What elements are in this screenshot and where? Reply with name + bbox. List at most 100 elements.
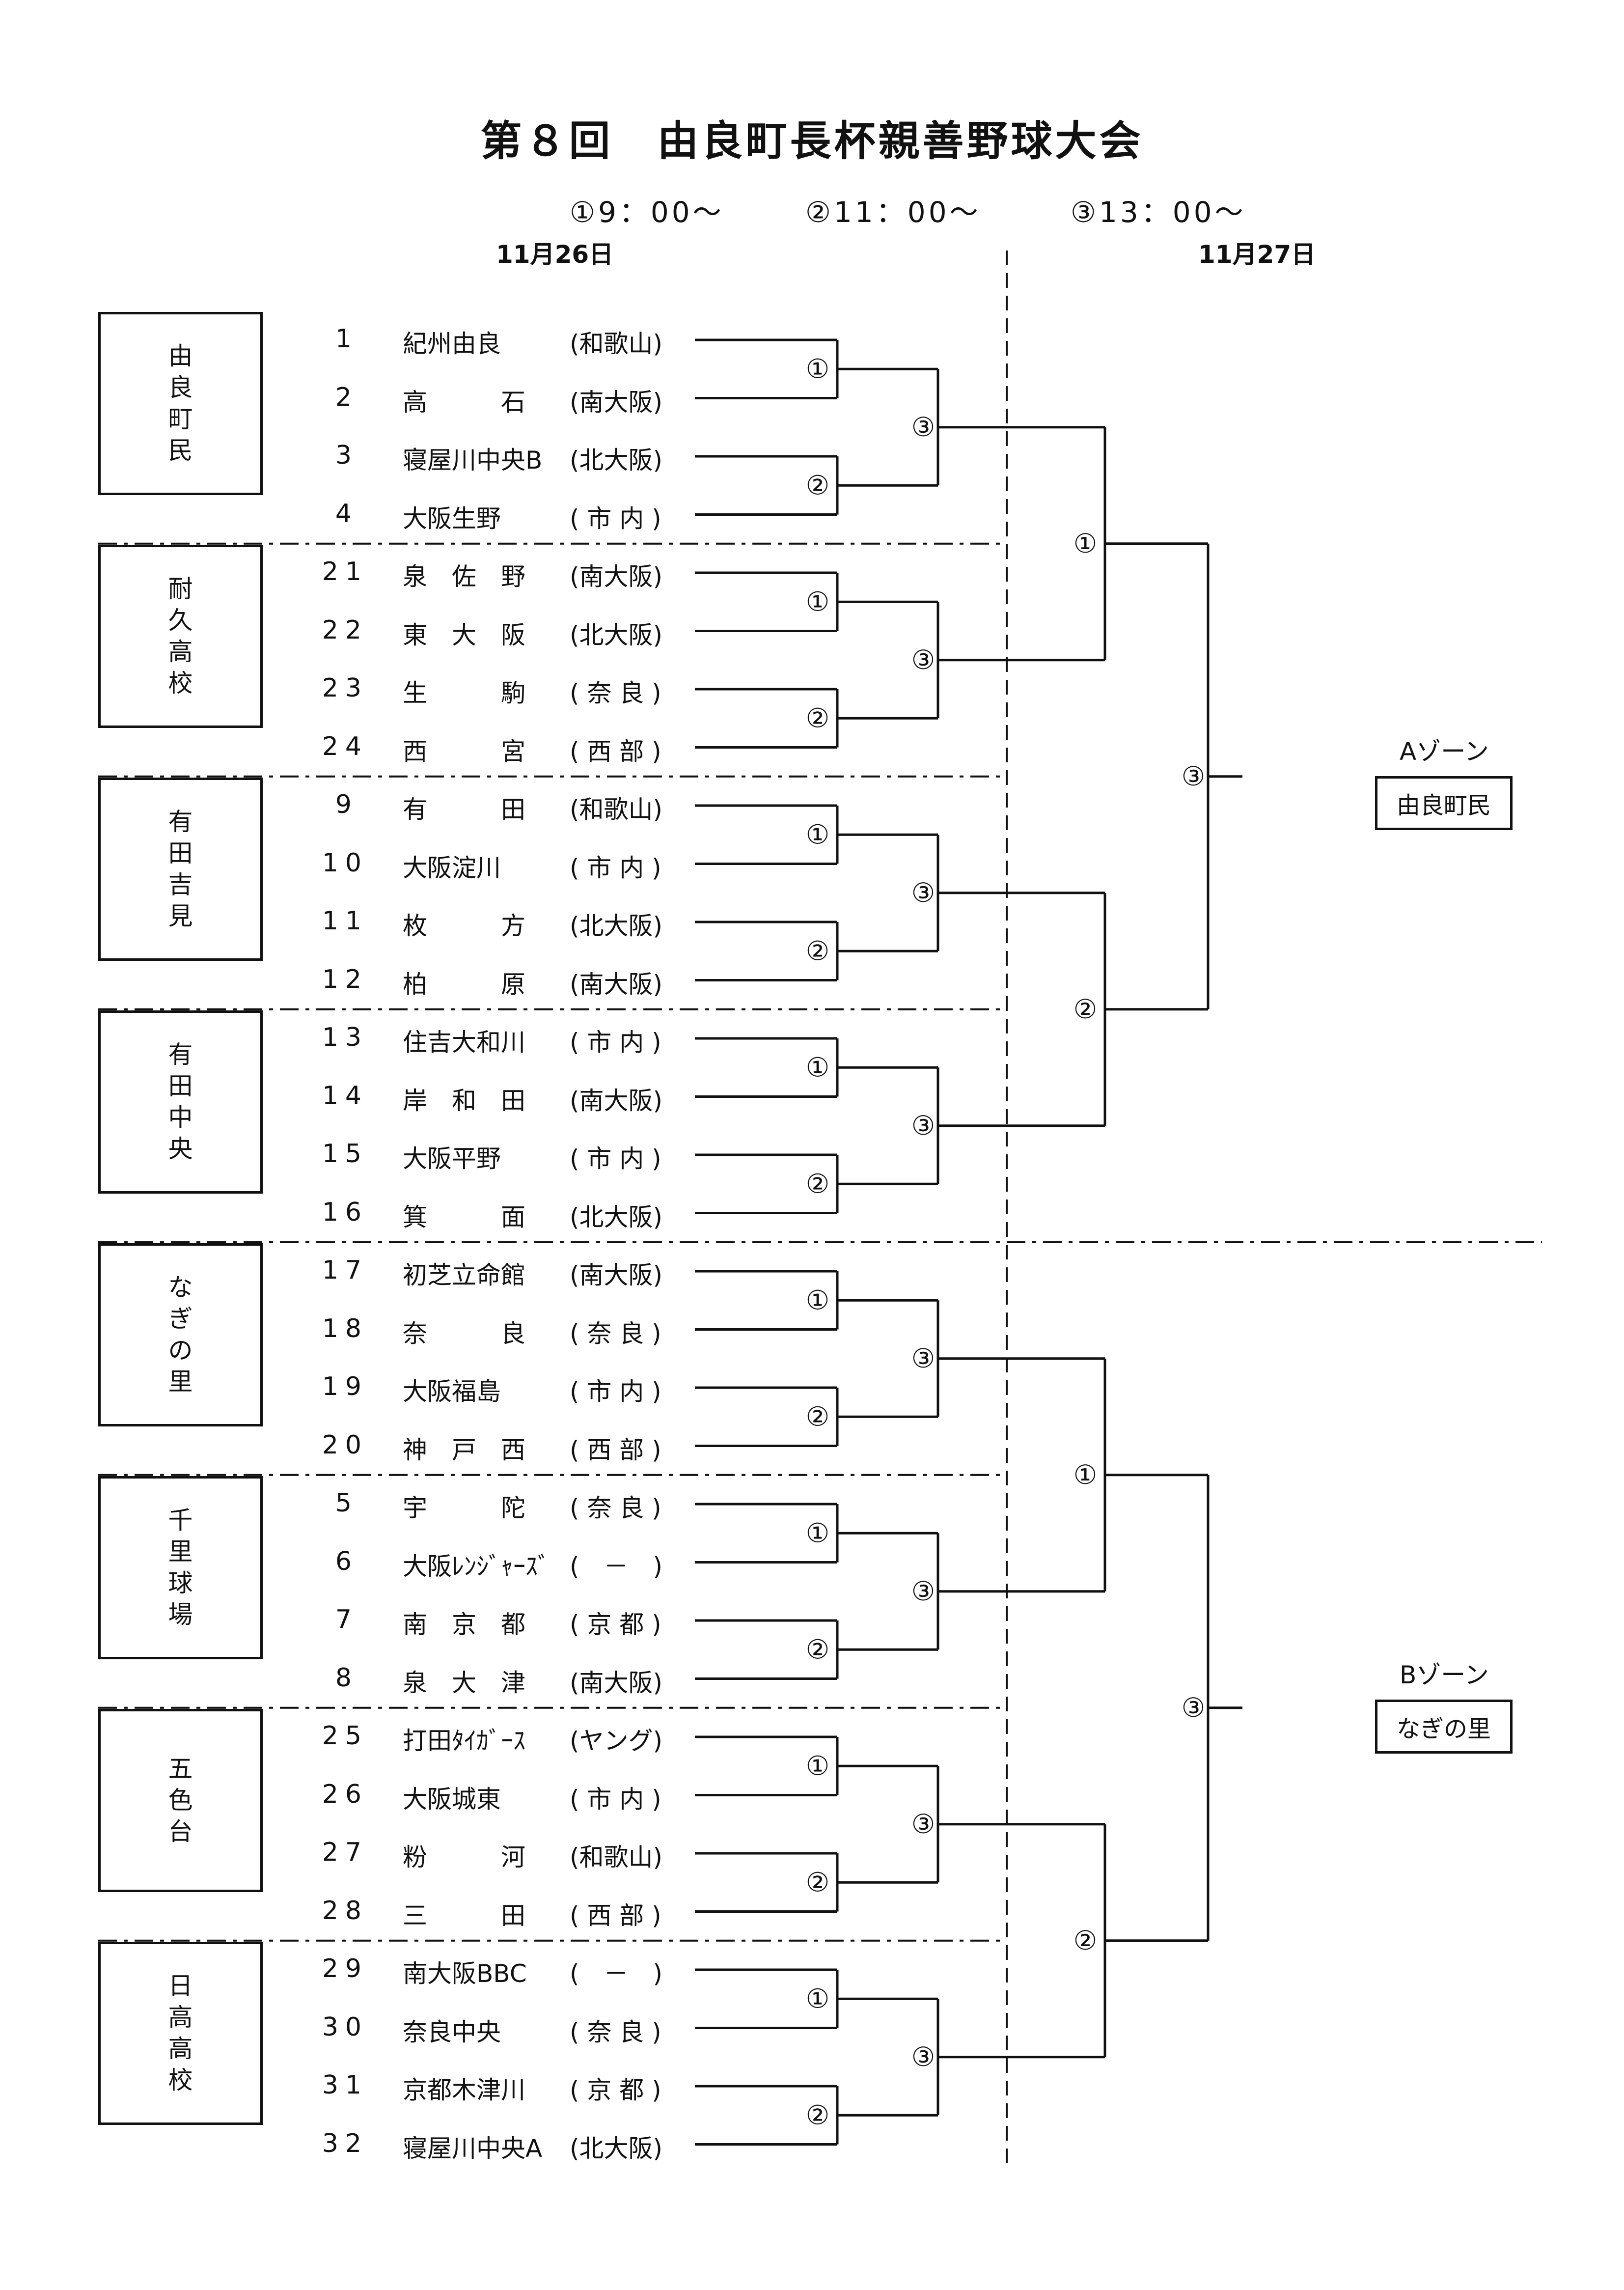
venue-char: 由 xyxy=(168,342,193,371)
team-name: 奈 良 xyxy=(403,1319,525,1348)
venue-char: 球 xyxy=(168,1569,193,1598)
venue-char: 台 xyxy=(168,1817,193,1846)
team-number: 8 xyxy=(335,1663,358,1693)
venue-box: 日高高校 xyxy=(98,1942,263,2125)
team-region: (北大阪) xyxy=(570,446,663,475)
team-number: 1 xyxy=(335,324,358,354)
team-region: ( 京 都 ) xyxy=(570,2076,661,2104)
team-region: ( 奈 良 ) xyxy=(570,679,661,707)
venue-box: 千里球場 xyxy=(98,1476,263,1659)
game-marker-2: ② xyxy=(806,1168,829,1199)
semi-marker: ② xyxy=(1073,1925,1097,1956)
team-region: ( 市 内 ) xyxy=(570,1785,661,1814)
game-marker-3: ③ xyxy=(911,2041,935,2072)
venue-char: ぎ xyxy=(168,1305,193,1334)
team-number: 2 xyxy=(335,382,358,412)
venue-char: 校 xyxy=(168,2066,193,2095)
team-name: 大阪ﾚﾝｼﾞｬｰｽﾞ xyxy=(403,1552,550,1581)
team-number: 26 xyxy=(322,1779,368,1809)
team-name: 南大阪BBC xyxy=(403,1959,527,1988)
team-region: (南大阪) xyxy=(570,970,663,999)
venue-char: 高 xyxy=(168,2035,193,2064)
team-region: (ヤング) xyxy=(570,1727,663,1755)
team-name: 生 駒 xyxy=(403,679,525,707)
team-region: ( 京 都 ) xyxy=(570,1610,661,1639)
venue-box: なぎの里 xyxy=(98,1243,263,1426)
team-name: 大阪平野 xyxy=(403,1145,501,1173)
team-number: 32 xyxy=(322,2128,368,2158)
team-name: 柏 原 xyxy=(403,970,525,999)
venue-char: 高 xyxy=(168,2003,193,2032)
team-number: 21 xyxy=(322,557,368,586)
team-name: 神 戸 西 xyxy=(403,1435,525,1464)
final-marker: ③ xyxy=(1182,1692,1205,1723)
date-day1: 11月26日 xyxy=(496,240,614,269)
team-region: (和歌山) xyxy=(570,330,663,358)
team-number: 9 xyxy=(335,790,358,819)
team-region: ( 市 内 ) xyxy=(570,853,661,882)
team-number: 4 xyxy=(335,499,358,529)
venue-char: 久 xyxy=(168,606,193,635)
game-marker-3: ③ xyxy=(911,1576,935,1607)
team-region: ( 奈 良 ) xyxy=(570,1319,661,1348)
game-marker-3: ③ xyxy=(911,877,935,908)
game-marker-1: ① xyxy=(806,1052,829,1083)
team-name: 初芝立命館 xyxy=(403,1261,525,1289)
time-slot-2: ②11：00～ xyxy=(805,195,981,229)
game-marker-3: ③ xyxy=(911,1809,935,1840)
team-number: 28 xyxy=(322,1896,368,1926)
team-region: (北大阪) xyxy=(570,620,663,649)
team-number: 22 xyxy=(322,615,368,645)
team-region: (和歌山) xyxy=(570,795,663,824)
page-title: 第８回 由良町長杯親善野球大会 xyxy=(480,117,1144,165)
game-marker-1: ① xyxy=(806,353,829,384)
game-marker-2: ② xyxy=(806,935,829,966)
team-region: ( 西 部 ) xyxy=(570,1435,661,1464)
venue-char: 中 xyxy=(168,1103,193,1132)
team-region: (南大阪) xyxy=(570,1668,663,1697)
venue-char: の xyxy=(168,1336,193,1365)
team-name: 住吉大和川 xyxy=(403,1028,525,1057)
venue-char: 央 xyxy=(168,1135,193,1164)
venue-char: 日 xyxy=(168,1972,193,2001)
team-number: 18 xyxy=(322,1313,368,1343)
team-region: (南大阪) xyxy=(570,1086,663,1115)
time-slot-1: ①9：00～ xyxy=(570,195,724,229)
semi-marker: ① xyxy=(1073,1459,1097,1490)
game-marker-2: ② xyxy=(806,1401,829,1432)
zone-b-venue: なぎの里 xyxy=(1375,1700,1513,1754)
zone-a-label: Aゾーン xyxy=(1400,737,1489,766)
team-region: (南大阪) xyxy=(570,562,663,591)
team-region: (南大阪) xyxy=(570,388,663,417)
game-marker-1: ① xyxy=(806,1517,829,1548)
team-number: 16 xyxy=(322,1197,368,1227)
team-number: 29 xyxy=(322,1954,368,1983)
team-name: 三 田 xyxy=(403,1901,525,1930)
game-marker-1: ① xyxy=(806,1285,829,1315)
team-region: (和歌山) xyxy=(570,1843,663,1871)
venue-char: 校 xyxy=(168,669,193,698)
team-region: ( 市 内 ) xyxy=(570,504,661,533)
game-marker-2: ② xyxy=(806,470,829,501)
team-name: 大阪淀川 xyxy=(403,853,501,882)
team-number: 19 xyxy=(322,1372,368,1401)
venue-box: 耐久高校 xyxy=(98,545,263,728)
game-marker-2: ② xyxy=(806,702,829,733)
team-region: ( 西 部 ) xyxy=(570,737,661,766)
team-region: (北大阪) xyxy=(570,1202,663,1231)
game-marker-3: ③ xyxy=(911,1343,935,1374)
venue-char: 見 xyxy=(168,902,193,931)
team-name: 南 京 都 xyxy=(403,1610,525,1639)
game-marker-1: ① xyxy=(806,1750,829,1781)
venue-box: 有田吉見 xyxy=(98,778,263,961)
date-day2: 11月27日 xyxy=(1198,240,1316,269)
team-name: 枚 方 xyxy=(403,912,525,940)
venue-char: 色 xyxy=(168,1786,193,1815)
venue-char: 吉 xyxy=(168,870,193,899)
team-name: 泉 大 津 xyxy=(403,1668,525,1697)
team-name: 寝屋川中央B xyxy=(403,446,543,475)
venue-char: 場 xyxy=(168,1600,193,1629)
venue-char: 田 xyxy=(168,839,193,868)
venue-char: 千 xyxy=(168,1506,193,1535)
